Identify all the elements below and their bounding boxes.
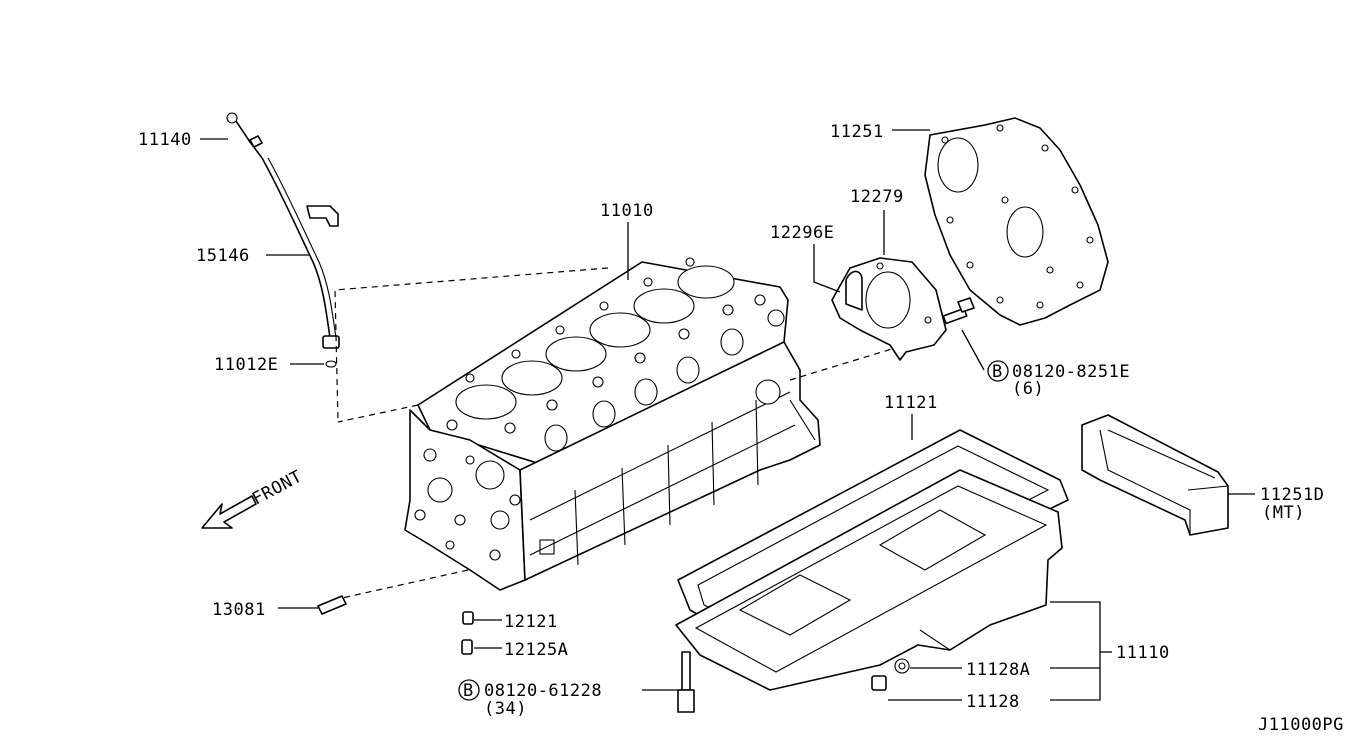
bolt-marker-b-icon-2: B [458,679,480,701]
rear-plate[interactable] [924,117,1109,326]
front-label: FRONT [249,467,306,510]
label-11251d: 11251D [1260,485,1324,505]
rear-oil-seal[interactable] [845,270,863,311]
label-11128a: 11128A [966,660,1030,680]
cylinder-block[interactable] [404,257,821,591]
label-11128: 11128 [966,692,1020,712]
figure-id: J11000PG [1258,715,1344,735]
bolt-12125a[interactable] [461,639,473,655]
oil-level-gauge[interactable] [226,112,263,159]
label-08120-61228: 08120-61228 [484,681,602,701]
oil-pan[interactable] [675,469,1063,691]
label-11010: 11010 [600,201,654,221]
dust-cover[interactable] [1081,414,1229,536]
label-11121: 11121 [884,393,938,413]
label-11251: 11251 [830,122,884,142]
dowel-pin[interactable] [462,611,474,625]
label-08120-8251e-qty: (6) [1012,379,1044,399]
oil-level-gauge-guide-tube[interactable] [261,157,340,349]
label-15146: 15146 [196,246,250,266]
label-11110: 11110 [1116,643,1170,663]
oil-pan-bolt[interactable] [677,651,695,713]
label-12296e: 12296E [770,223,834,243]
front-arrow-icon [201,495,257,529]
label-12125a: 12125A [504,640,568,660]
svg-text:B: B [992,362,1003,382]
drain-plug-washer[interactable] [894,658,910,674]
retainer-bolt[interactable] [942,297,975,325]
bolt-marker-b-icon: B [987,360,1009,382]
label-13081: 13081 [212,600,266,620]
stud[interactable] [317,595,347,615]
svg-text:B: B [463,681,474,701]
label-12279: 12279 [850,187,904,207]
rear-oil-seal-retainer[interactable] [831,257,947,361]
o-ring[interactable] [325,360,337,368]
oil-pan-drain-plug[interactable] [871,675,887,691]
label-11012e: 11012E [214,355,278,375]
label-11251d-note: (MT) [1262,503,1305,523]
label-08120-61228-qty: (34) [484,699,527,719]
label-11140: 11140 [138,130,192,150]
label-08120-8251e: 08120-8251E [1012,362,1130,382]
label-12121: 12121 [504,612,558,632]
